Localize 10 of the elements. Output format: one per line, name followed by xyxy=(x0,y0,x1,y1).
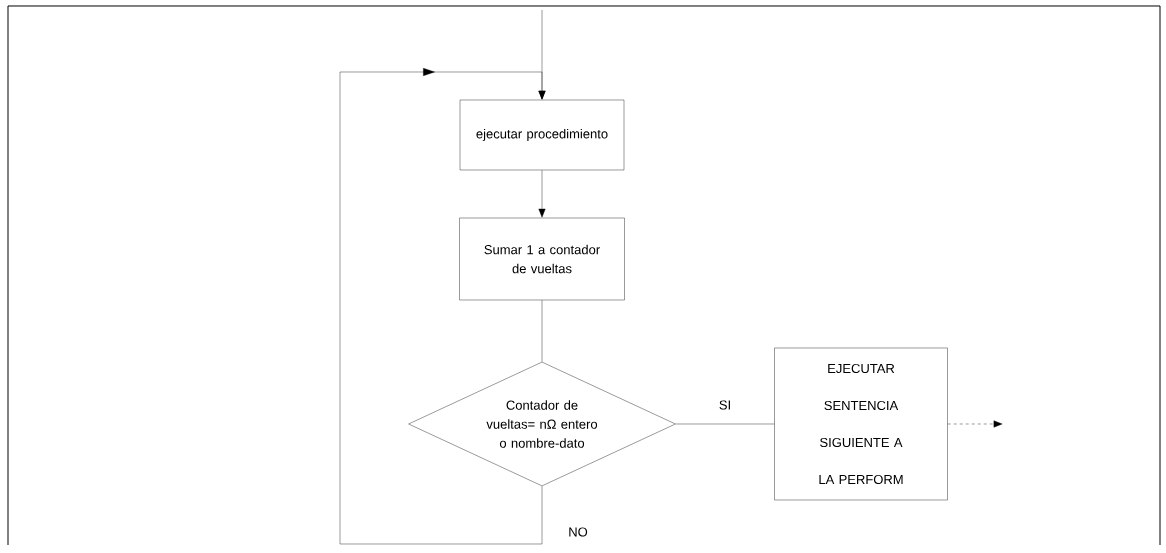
edge-label: SI xyxy=(719,400,730,410)
arrow xyxy=(538,170,546,218)
connector-line xyxy=(675,423,775,425)
process-box: EJECUTAR SENTENCIA SIGUIENTE A LA PERFORM xyxy=(774,347,948,501)
arrow xyxy=(339,68,546,545)
edge-label: NO xyxy=(569,527,588,537)
connector-line xyxy=(541,300,543,362)
process-box: ejecutar procedimiento xyxy=(459,99,625,171)
process-box: Sumar 1 a contador de vueltas xyxy=(459,217,625,301)
arrow xyxy=(947,420,1003,428)
